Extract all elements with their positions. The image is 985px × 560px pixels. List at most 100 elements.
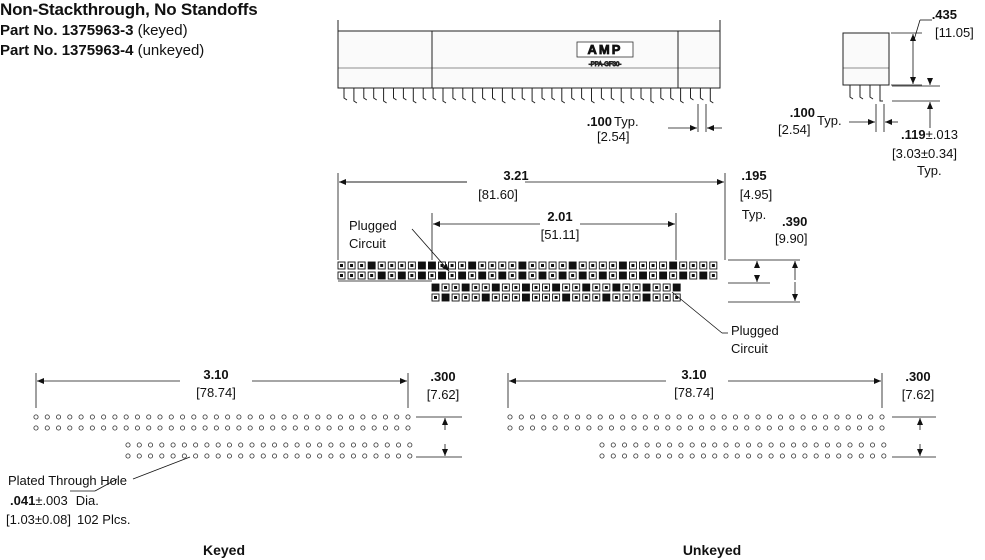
plated-hole xyxy=(518,414,524,420)
plated-hole xyxy=(328,453,334,459)
contact-cell xyxy=(699,261,708,270)
contact-cell xyxy=(709,261,718,270)
plated-hole xyxy=(247,414,253,420)
drawing-title: Non-Stackthrough, No Standoffs xyxy=(0,0,258,19)
plated-hole xyxy=(384,442,390,448)
keyed-hole-grid xyxy=(33,414,413,459)
contact-cell xyxy=(501,283,510,292)
plated-hole xyxy=(305,442,311,448)
contact-cell xyxy=(528,271,537,280)
plated-hole xyxy=(193,453,199,459)
plated-hole xyxy=(823,414,829,420)
plated-hole xyxy=(779,442,785,448)
plated-hole xyxy=(881,442,887,448)
contact-cell xyxy=(629,271,637,280)
plated-hole xyxy=(180,414,186,420)
pin-tail xyxy=(591,88,595,104)
contact-center xyxy=(624,286,628,289)
plated-hole xyxy=(847,442,853,448)
plated-hole xyxy=(575,425,581,431)
contact-cell xyxy=(458,271,467,280)
top-overall-inch: 3.21 xyxy=(503,168,528,183)
dim-mm: [2.54] xyxy=(597,129,630,144)
contact-center xyxy=(360,264,364,267)
pin-tail xyxy=(422,88,427,101)
contact-center xyxy=(711,274,715,277)
contact-center xyxy=(400,264,404,267)
contact-square xyxy=(672,283,681,292)
plated-hole xyxy=(33,414,39,420)
amp-logo: AMP -PPA-GF30- xyxy=(576,41,634,69)
contact-cell xyxy=(542,283,550,292)
pin-tail xyxy=(373,88,377,101)
plated-hole xyxy=(622,453,628,459)
plated-hole xyxy=(225,425,231,431)
contact-center xyxy=(665,296,669,299)
contact-cell xyxy=(498,271,507,280)
contact-cell xyxy=(588,271,597,280)
plated-hole xyxy=(667,453,673,459)
contact-square xyxy=(618,261,627,270)
contact-cell xyxy=(451,283,460,292)
contact-cell xyxy=(568,261,577,270)
plated-hole xyxy=(328,442,334,448)
contact-cell xyxy=(511,293,520,302)
contact-square xyxy=(562,293,571,302)
footprint-unkeyed: 3.10 [78.74] .300 [7.62] Unkeyed xyxy=(507,367,936,558)
plated-hole xyxy=(552,425,558,431)
unkeyed-row-mm: [7.62] xyxy=(902,387,935,402)
contact-cell xyxy=(548,271,557,280)
top-offset-inch: .195 xyxy=(741,168,766,183)
contact-center xyxy=(671,274,675,277)
contact-cell xyxy=(451,293,460,302)
plated-hole xyxy=(597,414,603,420)
plated-hole xyxy=(608,414,614,420)
contact-cell xyxy=(582,293,591,302)
top-contact-grid xyxy=(337,261,718,302)
contact-center xyxy=(514,286,518,289)
plated-hole xyxy=(159,442,165,448)
part-prefix: Part No. xyxy=(0,22,62,39)
part-variant: (unkeyed) xyxy=(133,42,205,59)
contact-center xyxy=(701,264,705,267)
contact-cell xyxy=(622,283,631,292)
contact-square xyxy=(481,293,490,302)
contact-cell xyxy=(548,261,557,270)
plated-hole xyxy=(56,425,62,431)
pin-tail xyxy=(353,88,358,104)
contact-cell xyxy=(367,271,376,280)
caption-unkeyed: Unkeyed xyxy=(683,542,741,558)
contact-cell xyxy=(652,293,661,302)
plated-hole xyxy=(856,414,862,420)
plugged-circuit-bottom-line1: Plugged xyxy=(731,323,779,338)
plated-hole xyxy=(563,425,569,431)
plated-hole xyxy=(260,442,266,448)
contact-center xyxy=(504,296,508,299)
contact-center xyxy=(500,264,504,267)
contact-cell xyxy=(461,283,470,292)
plated-hole xyxy=(213,414,219,420)
contact-center xyxy=(665,286,669,289)
plated-hole xyxy=(281,414,287,420)
plated-hole xyxy=(292,414,298,420)
plated-hole xyxy=(89,425,95,431)
dim-count: 102 Plcs. xyxy=(77,512,130,527)
contact-cell xyxy=(518,261,527,270)
plated-hole xyxy=(125,442,131,448)
plated-hole xyxy=(191,425,197,431)
contact-center xyxy=(490,264,494,267)
plated-hole xyxy=(260,453,266,459)
contact-center xyxy=(581,264,585,267)
plated-hole xyxy=(687,425,693,431)
contact-cell xyxy=(417,271,426,280)
plated-hole xyxy=(847,453,853,459)
side-pins xyxy=(849,85,883,102)
contact-center xyxy=(651,274,655,277)
contact-cell xyxy=(652,283,661,292)
connector-top-view: 3.21 [81.60] 2.01 [51.11] .195 [4.95] Ty… xyxy=(337,168,808,356)
plated-hole xyxy=(193,442,199,448)
side-tail-inch: .119±.013 xyxy=(901,127,958,142)
contact-cell xyxy=(407,271,416,280)
contact-cell xyxy=(632,283,641,292)
pin-tail xyxy=(859,85,864,100)
